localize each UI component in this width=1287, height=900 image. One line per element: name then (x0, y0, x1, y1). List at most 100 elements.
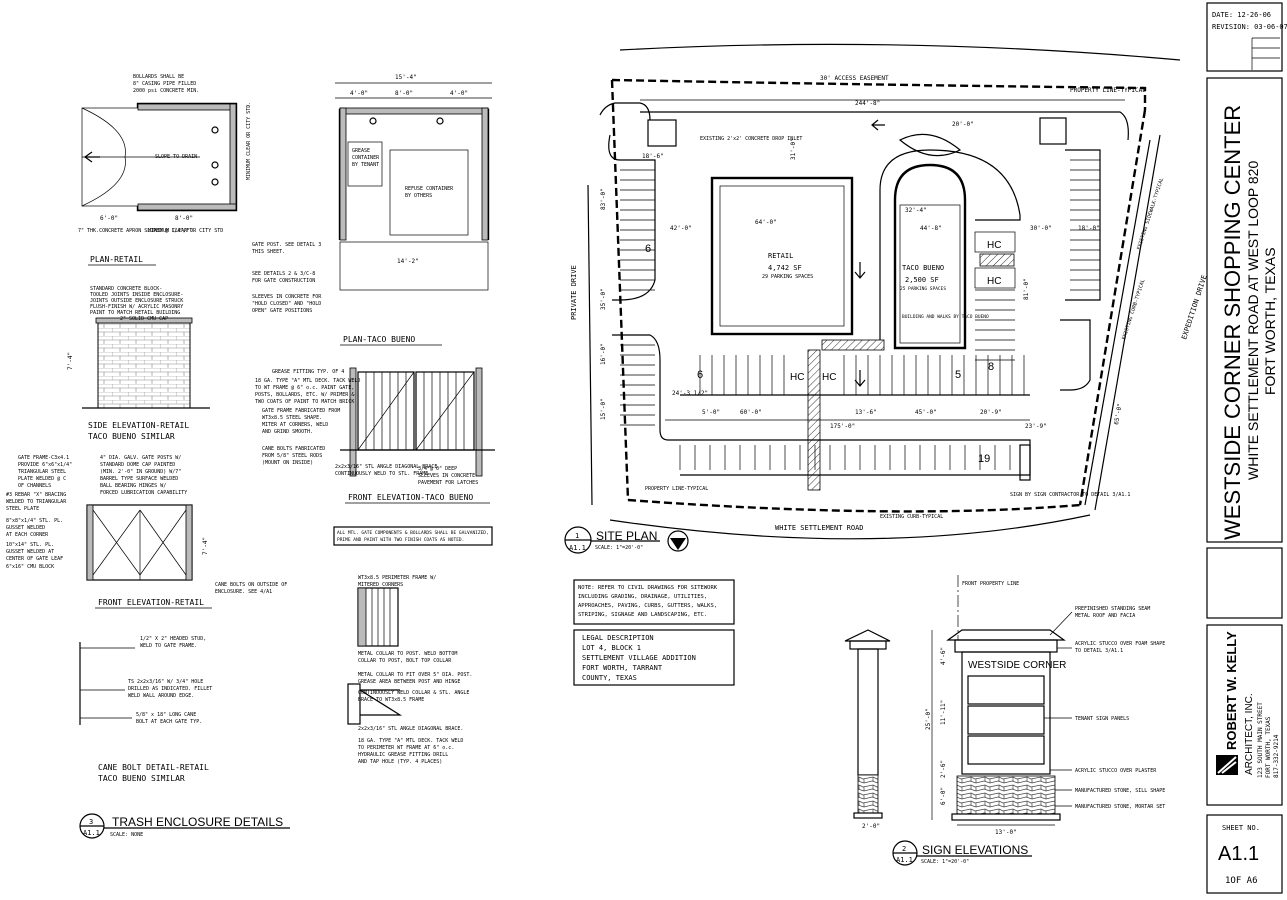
svg-text:STEEL PLATE: STEEL PLATE (6, 506, 39, 512)
svg-text:SIDE ELEVATION-RETAIL: SIDE ELEVATION-RETAIL (88, 421, 189, 430)
svg-text:BY TENANT: BY TENANT (352, 162, 379, 168)
taco-note: BUILDING AND WALKS BY TACO BUENO (902, 314, 989, 320)
svg-text:GATE POST. SEE DETAIL 3: GATE POST. SEE DETAIL 3 (252, 242, 321, 248)
front-elevation-taco: GREASE FITTING TYP. OF 4 18 GA. TYPE "A"… (255, 367, 495, 504)
svg-text:1/2" X 2" HEADED STUD,: 1/2" X 2" HEADED STUD, (140, 636, 206, 642)
trash-detail-tag: 3 A1.1 TRASH ENCLOSURE DETAILS SCALE: NO… (79, 813, 290, 839)
sheet-label: SHEET NO. (1222, 824, 1260, 832)
firm-address: 123 SOUTH MAIN STREET (1257, 702, 1264, 778)
svg-text:LOT 4, BLOCK 1: LOT 4, BLOCK 1 (582, 644, 641, 652)
svg-text:METAL COLLAR TO POST. WELD BOT: METAL COLLAR TO POST. WELD BOTTOM (358, 651, 457, 657)
svg-text:CANE BOLTS ON OUTSIDE OF: CANE BOLTS ON OUTSIDE OF (215, 582, 287, 588)
svg-text:PAVEMENT FOR LATCHES: PAVEMENT FOR LATCHES (418, 480, 478, 486)
hc-label-2: HC (987, 276, 1001, 287)
svg-text:6'-0": 6'-0" (100, 215, 118, 222)
svg-text:10"x14" STL. PL.: 10"x14" STL. PL. (6, 542, 54, 548)
gate-details: WT3x8.5 PERIMETER FRAME W/ MITERED CORNE… (347, 575, 472, 765)
property-line-bottom-label: PROPERTY LINE-TYPICAL (645, 486, 708, 492)
svg-text:OF CHANNELS: OF CHANNELS (18, 483, 51, 489)
svg-text:PRIME AND PAINT WITH TWO FINIS: PRIME AND PAINT WITH TWO FINISH COATS AS… (337, 537, 464, 543)
road-bottom-label: WHITE SETTLEMENT ROAD (775, 524, 864, 532)
svg-text:ACRYLIC STUCCO OVER FOAM SHAPE: ACRYLIC STUCCO OVER FOAM SHAPE (1075, 641, 1165, 647)
dim-30: 30'-0" (1030, 225, 1052, 232)
svg-text:(MIN. 2'-0" IN GROUND) W/7": (MIN. 2'-0" IN GROUND) W/7" (100, 469, 181, 475)
svg-text:GATE FRAME FABRICATED FROM: GATE FRAME FABRICATED FROM (262, 408, 340, 414)
svg-text:JOINTS OUTSIDE ENCLOSURE STRUC: JOINTS OUTSIDE ENCLOSURE STRUCK (90, 298, 183, 304)
svg-text:SEE DETAILS 2 & 3/C-8: SEE DETAILS 2 & 3/C-8 (252, 271, 315, 277)
svg-text:SLEEVES IN CONCRETE FOR: SLEEVES IN CONCRETE FOR (252, 294, 322, 300)
svg-text:BRACE TO WT3x8.5 FRAME: BRACE TO WT3x8.5 FRAME (358, 697, 424, 703)
svg-text:PAINT TO MATCH RETAIL BUILDING: PAINT TO MATCH RETAIL BUILDING (90, 310, 180, 316)
svg-text:MINIMUM CLEAR OR CITY STD.: MINIMUM CLEAR OR CITY STD. (246, 102, 252, 180)
sheet-number: A1.1 (1218, 843, 1259, 865)
svg-text:BOLT AT EACH GATE TYP.: BOLT AT EACH GATE TYP. (136, 719, 202, 725)
retail-parking: 29 PARKING SPACES (762, 274, 813, 280)
dim-5: 5'-0" (702, 409, 720, 416)
front-retail-title: FRONT ELEVATION-RETAIL (98, 598, 204, 607)
svg-text:DRILLED AS INDICATED. FILLET: DRILLED AS INDICATED. FILLET (128, 686, 212, 692)
svg-text:18 GA. TYPE "A" MTL DECK. TACK: 18 GA. TYPE "A" MTL DECK. TACK WELD (358, 738, 463, 744)
retail-area: 4,742 SF (768, 264, 802, 272)
project-city: FORT WORTH, TEXAS (1262, 247, 1278, 395)
svg-text:CANE BOLT DETAIL-RETAIL: CANE BOLT DETAIL-RETAIL (98, 763, 209, 772)
dim-64: 64'-0" (755, 219, 777, 226)
svg-text:BOLLARDS SHALL BE: BOLLARDS SHALL BE (133, 74, 184, 80)
svg-text:STRIPING, SIGNAGE AND LANDSCAP: STRIPING, SIGNAGE AND LANDSCAPING, ETC. (578, 612, 707, 618)
svg-text:SETTLEMENT VILLAGE ADDITION: SETTLEMENT VILLAGE ADDITION (582, 654, 696, 662)
svg-text:CONTINUOUSLY WELD TO STL. FRAM: CONTINUOUSLY WELD TO STL. FRAME (335, 471, 428, 477)
hc-label-4: HC (822, 372, 836, 383)
svg-text:2000 psi CONCRETE MIN.: 2000 psi CONCRETE MIN. (133, 88, 199, 94)
access-easement-label: 30' ACCESS EASEMENT (820, 75, 889, 82)
svg-text:MITER AT CORNERS, WELD: MITER AT CORNERS, WELD (262, 422, 328, 428)
sign-name: WESTSIDE CORNER (968, 660, 1066, 671)
existing-curb-label: EXISTING CURB-TYPICAL (880, 514, 943, 520)
project-location: WHITE SETTLEMENT ROAD AT WEST LOOP 820 (1245, 161, 1261, 480)
svg-text:TRIANGULAR STEEL: TRIANGULAR STEEL (18, 469, 66, 475)
dim-244: 244'-8" (855, 100, 880, 107)
svg-text:TO WT FRAME @ 6" o.c. PAINT GA: TO WT FRAME @ 6" o.c. PAINT GATE, (255, 385, 354, 391)
svg-text:(MOUNT ON INSIDE): (MOUNT ON INSIDE) (262, 460, 313, 466)
svg-text:8'-0": 8'-0" (175, 215, 193, 222)
front-taco-title: FRONT ELEVATION-TACO BUENO (348, 493, 473, 502)
tenant-panel-1 (967, 675, 1045, 705)
svg-text:TACO BUENO SIMILAR: TACO BUENO SIMILAR (88, 432, 175, 441)
svg-text:15'-4": 15'-4" (395, 74, 417, 81)
svg-text:FLUSH-FINISH W/ ACRYLIC MASONR: FLUSH-FINISH W/ ACRYLIC MASONRY (90, 304, 183, 310)
sign-scale: SCALE: 1"=20'-0" (921, 859, 969, 865)
svg-text:APPROACHES, PAVING, CURBS, GUT: APPROACHES, PAVING, CURBS, GUTTERS, WALK… (578, 603, 717, 609)
firm-name: ROBERT W. KELLY (1224, 631, 1239, 750)
dim-60: 60'-0" (740, 409, 762, 416)
front-elevation-retail: GATE FRAME-C3x4.1 PROVIDE 6"x6"x1/4" TRI… (6, 455, 287, 609)
svg-text:POSTS, BOLLARDS, ETC. W/ PRIME: POSTS, BOLLARDS, ETC. W/ PRIMER & (255, 392, 354, 398)
svg-text:CONTINUOUSLY WELD COLLAR & STL: CONTINUOUSLY WELD COLLAR & STL. ANGLE (358, 690, 469, 696)
svg-text:TS 2x2x3/16" W/ 3/4" HOLE: TS 2x2x3/16" W/ 3/4" HOLE (128, 679, 203, 685)
svg-text:"HOLD CLOSED" AND "HOLD: "HOLD CLOSED" AND "HOLD (252, 301, 321, 307)
dim-175: 175'-0" (830, 423, 855, 430)
svg-text:CENTER OF GATE LEAF: CENTER OF GATE LEAF (6, 556, 63, 562)
svg-text:WELDED TO TRIANGULAR: WELDED TO TRIANGULAR (6, 499, 67, 505)
site-plan-scale: SCALE: 1"=20'-0" (595, 545, 643, 551)
hc-label-1: HC (987, 240, 1001, 251)
dim-18a: 18'-0" (1078, 225, 1100, 232)
road-left-label: PRIVATE DRIVE (570, 265, 578, 320)
svg-text:BY OTHERS: BY OTHERS (405, 193, 432, 199)
dim-31: 31'-0" (790, 138, 797, 160)
stall-count-5: 19 (978, 453, 990, 465)
svg-text:GREASE: GREASE (352, 148, 370, 154)
svg-text:STANDARD DOME CAP PAINTED: STANDARD DOME CAP PAINTED (100, 462, 175, 468)
site-plan: 30' ACCESS EASEMENT PROPERTY LINE-TYPICA… (564, 43, 1209, 554)
north-arrow-icon (667, 530, 689, 552)
svg-text:PROVIDE 6"x6"x1/4": PROVIDE 6"x6"x1/4" (18, 462, 72, 468)
svg-text:MANUFACTURED STONE, MORTAR SET: MANUFACTURED STONE, MORTAR SET (1075, 804, 1165, 810)
svg-text:8"x8"x1/4" STL. PL.: 8"x8"x1/4" STL. PL. (6, 518, 63, 524)
title-block: DATE: 12-26-06 REVISION: 03-06-07 WESTSI… (1206, 2, 1287, 894)
taco-bueno-building (893, 163, 967, 350)
svg-text:FROM 5/8" STEEL RODS: FROM 5/8" STEEL RODS (262, 453, 322, 459)
site-plan-title: SITE PLAN (596, 529, 657, 543)
svg-text:TACO BUENO SIMILAR: TACO BUENO SIMILAR (98, 774, 185, 783)
svg-text:FORCED LUBRICATION CAPABILITY: FORCED LUBRICATION CAPABILITY (100, 490, 187, 496)
plan-taco-title: PLAN-TACO BUENO (343, 335, 415, 344)
svg-text:#3 REBAR "X" BRACING: #3 REBAR "X" BRACING (6, 492, 66, 498)
svg-text:A1.1: A1.1 (569, 544, 586, 552)
